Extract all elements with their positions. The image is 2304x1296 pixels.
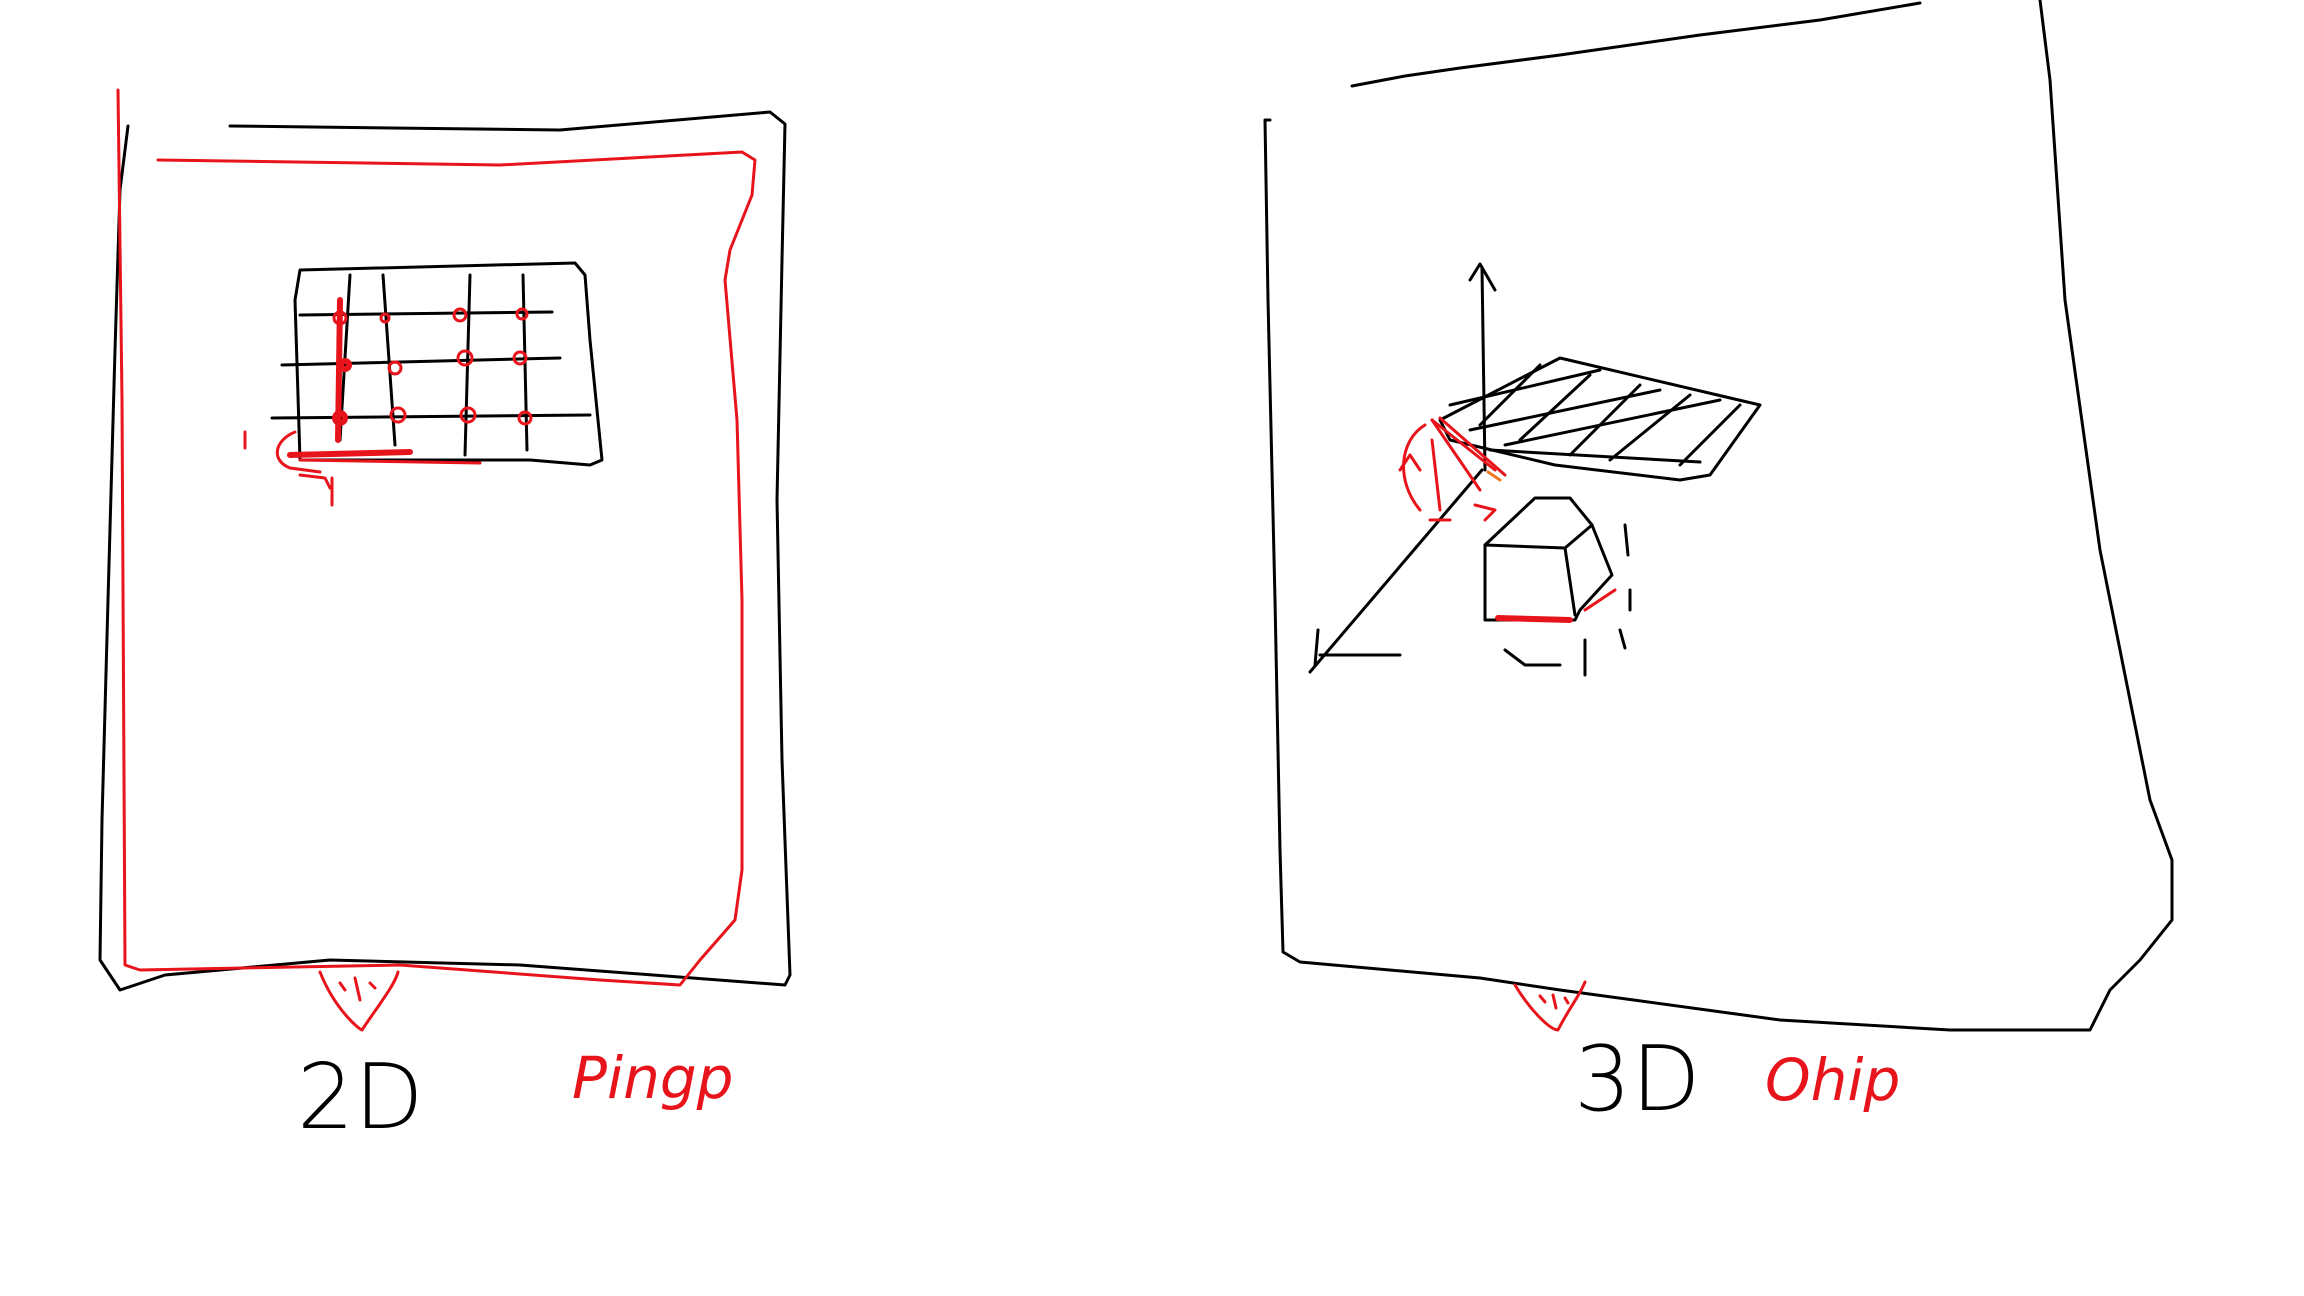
origin-bracket: [276, 430, 322, 474]
projection-arc: [1402, 423, 1427, 512]
note-3d: Ohip: [1765, 1046, 1900, 1114]
sample-point: [512, 350, 528, 366]
sample-point: [459, 406, 477, 424]
cube-edges: [1483, 543, 1577, 617]
origin-tick: [298, 473, 332, 490]
projection-ray: [1430, 418, 1497, 472]
cube-shadow: [1618, 628, 1627, 650]
cube-highlight-edge: [1583, 588, 1617, 612]
grid-2d-col-line: [381, 273, 397, 447]
cube-object: [1483, 496, 1632, 677]
panel-3d: 3D Ohip: [1263, 0, 2174, 1132]
projection-arc: [1428, 438, 1452, 522]
grid-3d-line: [1503, 398, 1722, 447]
grid-2d-row-line: [270, 413, 592, 420]
cube-edges: [1623, 523, 1632, 612]
cube-edges: [1563, 523, 1594, 550]
sample-point: [379, 312, 391, 324]
eye-marker-icon: [318, 970, 400, 1032]
eye-marker-icon-detail: [338, 976, 377, 1002]
axis-vertical: [1480, 266, 1487, 472]
grid-2d-sample-points: [332, 307, 533, 426]
cube-edges: [1483, 496, 1614, 622]
origin-horizontal-mark: [287, 449, 413, 458]
grid-3d-line: [1678, 403, 1742, 467]
sample-point: [517, 410, 533, 426]
origin-underline: [298, 458, 482, 465]
eye-marker-icon: [1513, 980, 1587, 1032]
grid-3d-line: [1608, 393, 1692, 462]
grid-3d-line: [1568, 383, 1642, 457]
sample-point: [515, 307, 529, 321]
axis-diagonal: [1308, 468, 1484, 674]
label-3d: 3D: [1574, 1027, 1701, 1132]
sample-point: [456, 349, 474, 367]
panel-2d: 2D Pingp: [98, 88, 792, 1150]
sample-point: [387, 360, 403, 376]
grid-3d-line: [1518, 373, 1592, 442]
origin-vertical-mark: [335, 297, 343, 443]
grid-3d-line: [1478, 363, 1542, 427]
axis-base-tick: [1313, 628, 1320, 667]
projection-highlight: [1486, 470, 1502, 482]
grid-3d-line: [1448, 368, 1602, 407]
note-2d: Pingp: [572, 1044, 733, 1112]
projection-ray: [1430, 418, 1482, 492]
grid-3d-line: [1468, 388, 1662, 432]
axis-vertical-arrow: [1468, 262, 1497, 292]
grid-3d-line: [1488, 448, 1702, 464]
panel-2d-frame: [98, 110, 792, 992]
projection-arrow: [1398, 453, 1422, 472]
projection-arrow: [1473, 503, 1497, 522]
panel-2d-inner-frame: [116, 88, 757, 987]
sample-point: [389, 406, 407, 424]
label-2d: 2D: [297, 1045, 424, 1150]
cube-highlight-edge: [1495, 615, 1573, 623]
sample-point: [452, 307, 468, 323]
cube-shadow: [1503, 638, 1587, 677]
eye-marker-icon-detail: [1538, 993, 1570, 1010]
projection-ray: [1438, 416, 1507, 477]
grid-2d-border: [293, 261, 604, 467]
panel-3d-frame: [1263, 0, 2174, 1032]
grid-2d: [243, 261, 604, 507]
